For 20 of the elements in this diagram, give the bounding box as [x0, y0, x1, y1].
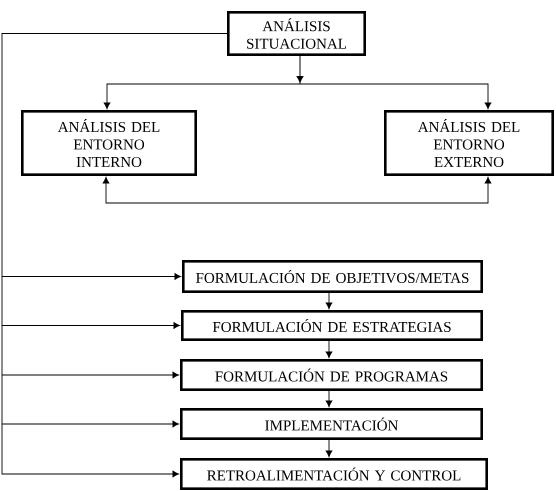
process-box: FORMULACIÓN DE ESTRATEGIAS	[181, 310, 483, 341]
arrow	[2, 372, 180, 378]
process-box: FORMULACIÓN DE OBJETIVOS/METAS	[182, 260, 483, 293]
connector-line	[2, 33, 228, 474]
process-box: FORMULACIÓN DE PROGRAMAS	[180, 359, 483, 391]
process-box: ANÁLISIS DEL ENTORNO EXTERNO	[384, 110, 554, 176]
process-box: ANÁLISIS SITUACIONAL	[227, 11, 366, 56]
arrow	[2, 420, 180, 428]
arrow	[2, 273, 182, 280]
arrow	[326, 440, 332, 458]
double-headed-arrow	[102, 176, 492, 204]
arrow	[2, 470, 180, 478]
elbow-arrow	[296, 56, 492, 110]
arrow	[326, 292, 332, 310]
process-box: ANÁLISIS DEL ENTORNO INTERNO	[21, 110, 197, 176]
arrow	[2, 322, 180, 329]
arrow	[326, 390, 332, 408]
process-box: IMPLEMENTACIÓN	[180, 408, 483, 440]
arrow	[326, 340, 332, 358]
process-box: RETROALIMENTACIÓN Y CONTROL	[180, 458, 488, 490]
